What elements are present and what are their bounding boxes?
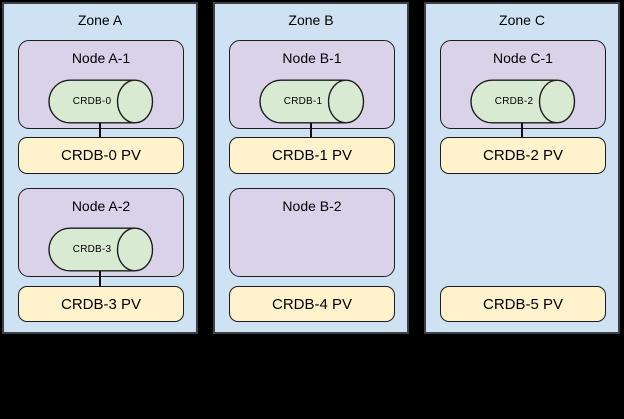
crdb-2-pv-box: CRDB-2 PV (440, 137, 606, 174)
crdb-0-pv-box: CRDB-0 PV (18, 137, 184, 174)
crdb-0-pod-cylinder-icon: CRDB-0 (48, 79, 154, 124)
crdb-3-pod-label: CRDB-3 (72, 244, 112, 255)
zone-c-panel: Zone C Node C-1 CRDB-2 CRDB-2 PV CRDB-5 … (424, 2, 620, 334)
crdb-5-pv-box: CRDB-5 PV (440, 286, 606, 322)
crdb-2-pod-cylinder-icon: CRDB-2 (470, 79, 576, 124)
zone-c-title: Zone C (499, 12, 545, 28)
node-a2-box: Node A-2 CRDB-3 (18, 188, 184, 277)
node-a2-title: Node A-2 (71, 198, 131, 214)
crdb-3-pv-box: CRDB-3 PV (18, 286, 184, 322)
node-b1-box: Node B-1 CRDB-1 (229, 40, 395, 129)
node-a1-title: Node A-1 (71, 50, 131, 66)
crdb-3-pod-cylinder-icon: CRDB-3 (48, 227, 154, 272)
connector-node-c1-pv (521, 123, 523, 138)
crdb-1-pv-box: CRDB-1 PV (229, 137, 395, 174)
node-c1-title: Node C-1 (493, 50, 553, 66)
node-c1-box: Node C-1 CRDB-2 (440, 40, 606, 129)
connector-node-b1-pv (310, 123, 312, 138)
zone-b-title: Zone B (288, 12, 334, 28)
zone-a-panel: Zone A Node A-1 CRDB-0 CRDB-0 PV Node A-… (2, 2, 198, 334)
connector-node-a1-pv (99, 123, 101, 138)
crdb-1-pod-label: CRDB-1 (283, 96, 323, 107)
crdb-4-pv-box: CRDB-4 PV (229, 286, 395, 322)
connector-node-a2-pv (99, 271, 101, 287)
node-b2-title: Node B-2 (282, 198, 342, 214)
crdb-2-pod-label: CRDB-2 (494, 96, 534, 107)
node-b1-title: Node B-1 (282, 50, 342, 66)
zone-b-panel: Zone B Node B-1 CRDB-1 CRDB-1 PV Node B-… (213, 2, 409, 334)
node-a1-box: Node A-1 CRDB-0 (18, 40, 184, 129)
zone-a-title: Zone A (77, 12, 123, 28)
node-b2-box: Node B-2 (229, 188, 395, 277)
crdb-0-pod-label: CRDB-0 (72, 96, 112, 107)
crdb-1-pod-cylinder-icon: CRDB-1 (259, 79, 365, 124)
